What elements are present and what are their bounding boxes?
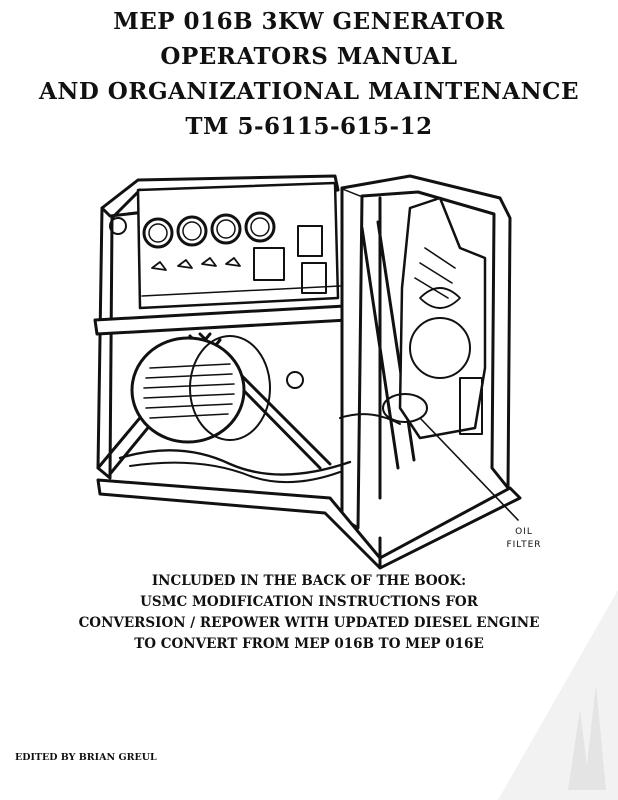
callout-line-2: FILTER (506, 540, 542, 550)
generator-illustration (93, 174, 522, 570)
publisher-watermark-logo (498, 590, 618, 800)
editor-credit: EDITED BY BRIAN GREUL (15, 752, 157, 763)
callout-line-1: OIL (515, 527, 533, 537)
cover-title: MEP 016B 3KW GENERATOR OPERATORS MANUAL … (0, 4, 618, 144)
included-line-1: INCLUDED IN THE BACK OF THE BOOK: (151, 573, 467, 589)
title-line-2: OPERATORS MANUAL (160, 43, 458, 70)
included-notice: INCLUDED IN THE BACK OF THE BOOK: USMC M… (0, 571, 618, 655)
included-line-3: CONVERSION / REPOWER WITH UPDATED DIESEL… (78, 615, 540, 631)
title-line-3: AND ORGANIZATIONAL MAINTENANCE (38, 78, 580, 105)
oil-filter-callout: OIL FILTER (494, 526, 554, 552)
title-line-1: MEP 016B 3KW GENERATOR (113, 8, 505, 35)
included-line-2: USMC MODIFICATION INSTRUCTIONS FOR (140, 594, 478, 610)
included-line-4: TO CONVERT FROM MEP 016B TO MEP 016E (134, 636, 484, 652)
title-line-4: TM 5-6115-615-12 (185, 113, 433, 140)
